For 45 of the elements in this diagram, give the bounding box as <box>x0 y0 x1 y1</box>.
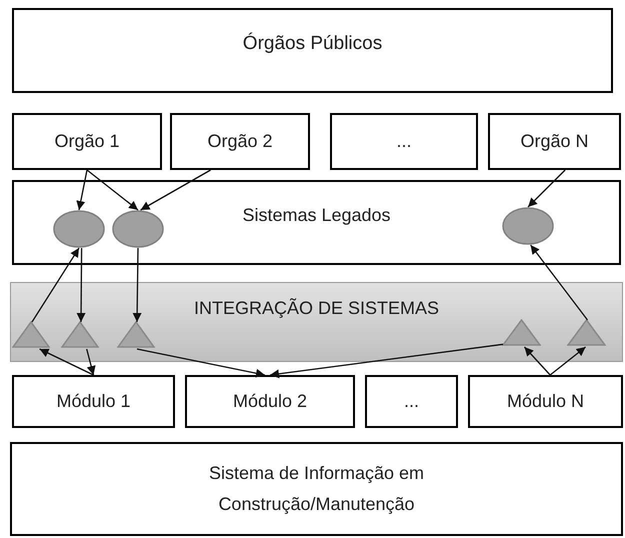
arrow <box>31 248 80 322</box>
arrow <box>86 169 138 211</box>
process-box <box>185 375 355 428</box>
box-label: ... <box>404 390 419 413</box>
box-label: INTEGRAÇÃO DE SISTEMAS <box>194 297 440 320</box>
arrow <box>270 344 504 378</box>
arrow <box>530 244 588 320</box>
circle-symbol <box>53 210 105 248</box>
arrow <box>550 346 586 376</box>
box-label: Órgãos Públicos <box>242 32 382 56</box>
arrow <box>524 346 551 376</box>
box-label: Módulo N <box>506 390 584 413</box>
box-label: Orgão 1 <box>54 130 120 153</box>
arrow <box>76 170 88 210</box>
layer-box <box>12 8 613 93</box>
box-label: Sistema de Informação em Construção/Manutenção <box>208 462 426 516</box>
process-box <box>170 113 310 170</box>
arrow <box>86 348 96 376</box>
process-box <box>330 113 478 170</box>
arrow <box>132 248 142 322</box>
circle-symbol <box>112 210 164 248</box>
layer-box <box>12 180 621 265</box>
triangle-symbol <box>502 319 541 346</box>
process-box <box>365 375 458 428</box>
box-label: Módulo 1 <box>56 390 131 413</box>
box-label: Sistemas Legados <box>242 204 391 227</box>
box-label: Orgão 2 <box>207 130 273 153</box>
arrow <box>76 248 86 322</box>
triangle-symbol <box>12 321 50 348</box>
circle-symbol <box>502 207 554 245</box>
arrow <box>528 170 566 208</box>
triangle-symbol <box>61 321 99 348</box>
box-label: Orgão N <box>520 130 589 153</box>
process-box <box>468 375 623 428</box>
process-box <box>488 113 621 170</box>
box-label: ... <box>396 130 412 153</box>
box-label: Módulo 2 <box>232 390 308 413</box>
triangle-symbol <box>567 319 606 346</box>
process-box <box>12 113 162 170</box>
integration-band <box>10 282 623 362</box>
arrow <box>140 169 211 211</box>
triangle-symbol <box>117 321 155 348</box>
arrow <box>39 348 94 376</box>
process-box <box>12 375 175 428</box>
layer-box <box>10 442 623 536</box>
